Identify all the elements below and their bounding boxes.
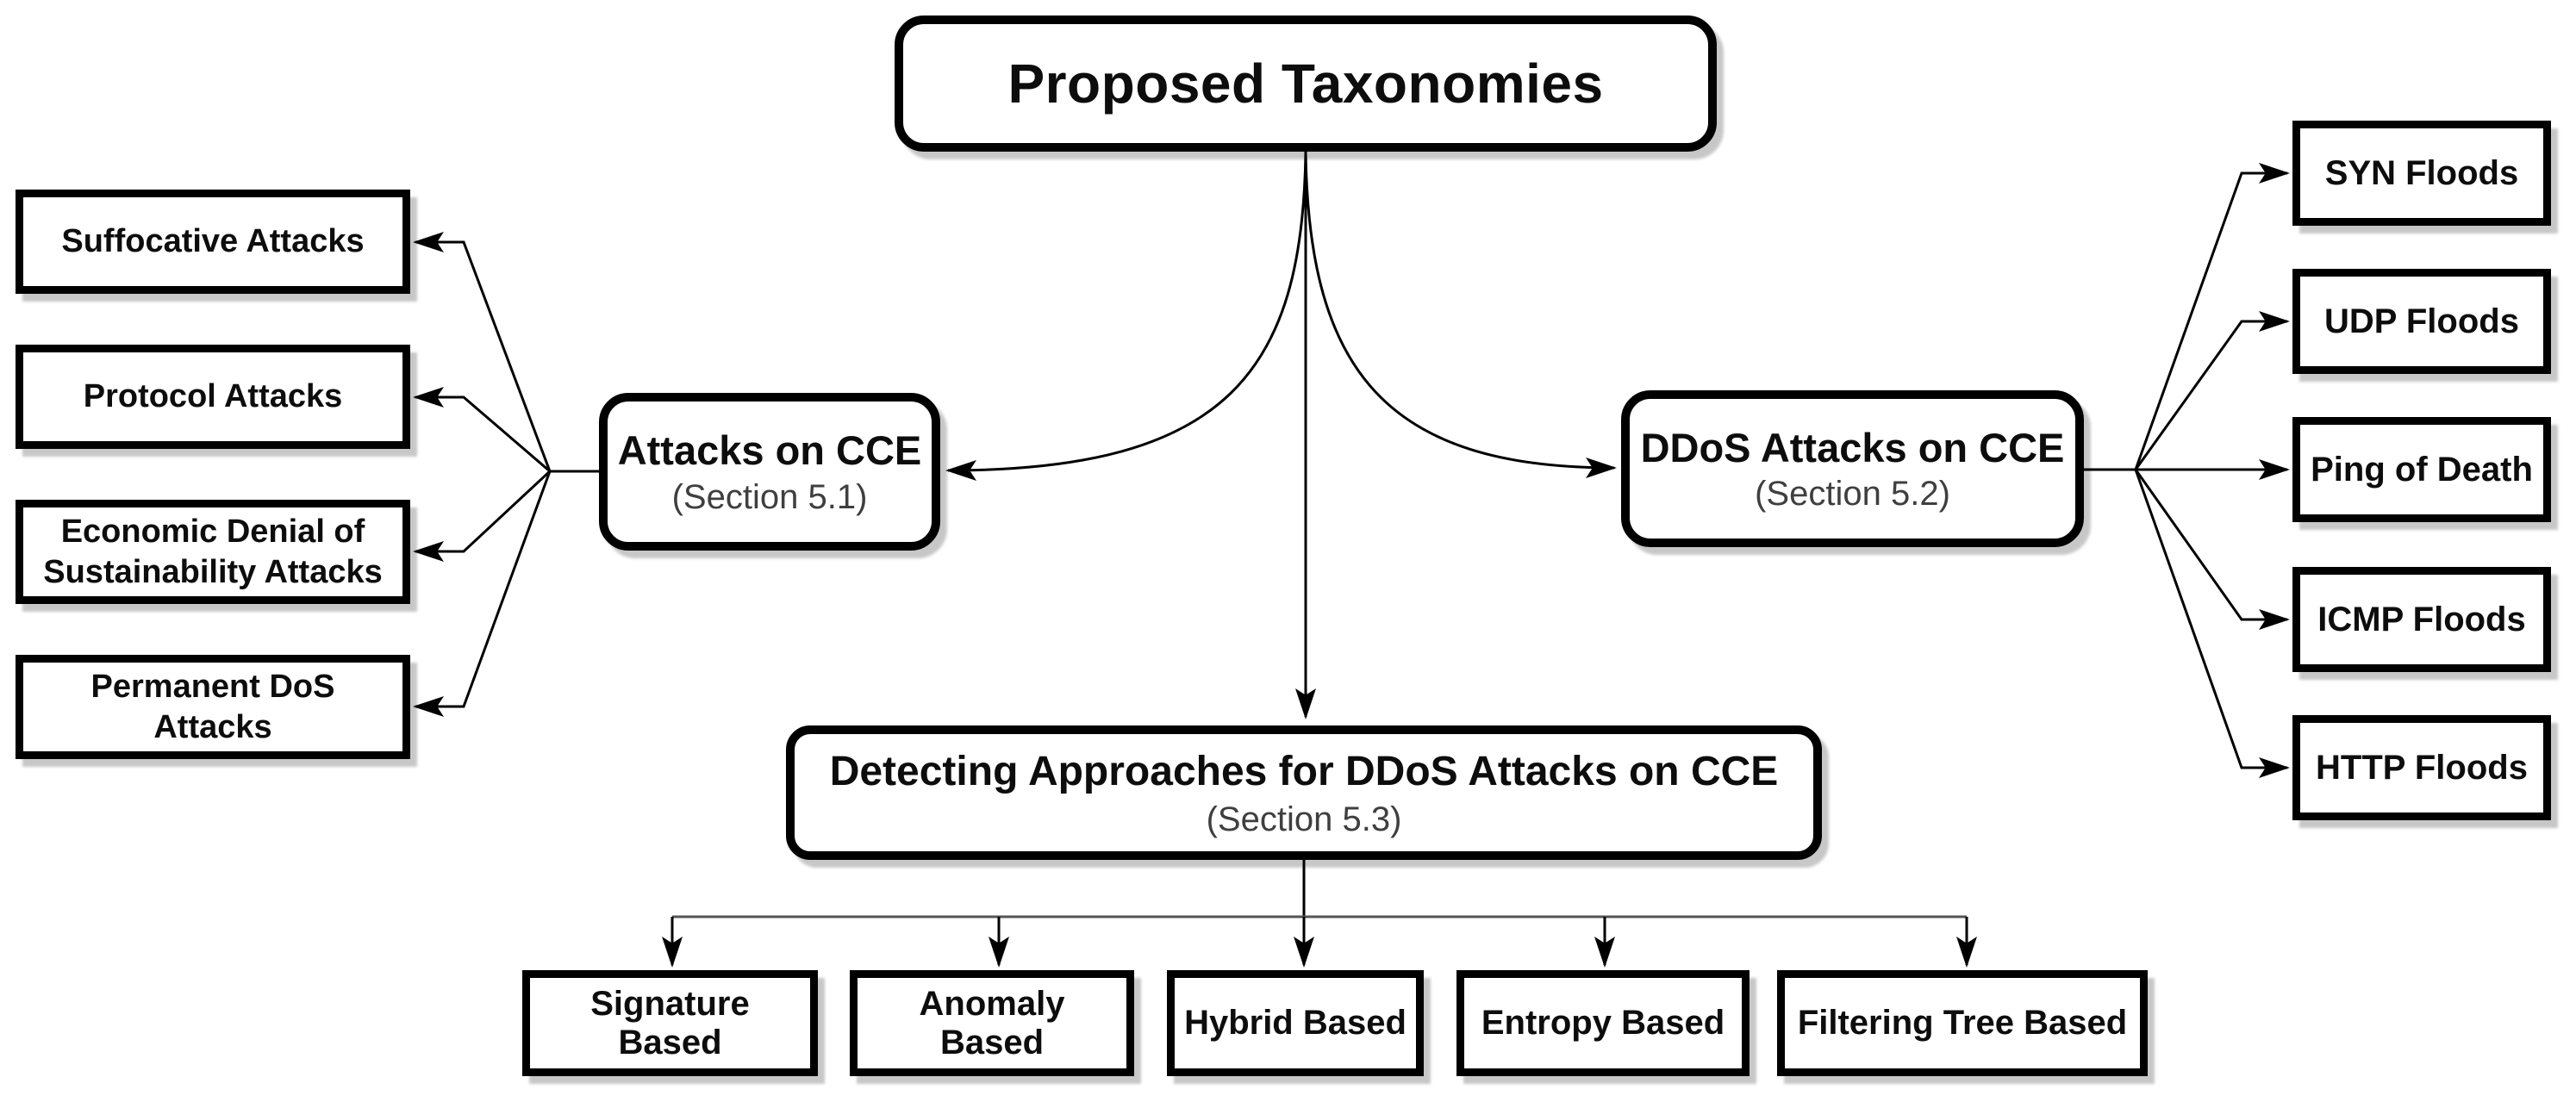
leaf-label: UDP Floods <box>2324 302 2519 340</box>
leaf-label: Entropy Based <box>1481 1004 1725 1042</box>
node-signature-based: Signature Based <box>522 970 818 1076</box>
root-label: Proposed Taxonomies <box>1007 53 1604 115</box>
leaf-label: SYN Floods <box>2324 153 2519 192</box>
node-hybrid-based: Hybrid Based <box>1167 970 1424 1076</box>
leaf-label: Hybrid Based <box>1184 1004 1407 1042</box>
node-ddos-attacks-on-cce: DDoS Attacks on CCE (Section 5.2) <box>1621 390 2084 547</box>
node-protocol-attacks: Protocol Attacks <box>16 345 410 449</box>
node-ping-of-death: Ping of Death <box>2292 417 2551 522</box>
node-proposed-taxonomies: Proposed Taxonomies <box>895 16 1717 152</box>
leaf-label: Permanent DoS Attacks <box>90 669 335 745</box>
section-title: DDoS Attacks on CCE <box>1640 424 2065 470</box>
leaf-label: Economic Denial of Sustainability Attack… <box>43 514 383 590</box>
node-udp-floods: UDP Floods <box>2292 269 2551 374</box>
section-title: Detecting Approaches for DDoS Attacks on… <box>829 748 1779 794</box>
leaf-label: Protocol Attacks <box>83 378 343 415</box>
section-subtitle: (Section 5.3) <box>1206 800 1402 839</box>
node-filtering-tree-based: Filtering Tree Based <box>1777 970 2148 1076</box>
node-http-floods: HTTP Floods <box>2292 715 2551 820</box>
leaf-label: ICMP Floods <box>2317 600 2526 638</box>
node-permanent-dos-attacks: Permanent DoS Attacks <box>16 655 410 759</box>
leaf-label: Filtering Tree Based <box>1797 1004 2128 1042</box>
node-entropy-based: Entropy Based <box>1456 970 1750 1076</box>
leaf-label: Ping of Death <box>2311 450 2533 489</box>
section-title: Attacks on CCE <box>617 427 922 474</box>
section-subtitle: (Section 5.1) <box>671 477 868 516</box>
leaf-label: Suffocative Attacks <box>61 223 365 260</box>
leaf-label: HTTP Floods <box>2316 748 2528 787</box>
section-subtitle: (Section 5.2) <box>1755 475 1950 514</box>
node-icmp-floods: ICMP Floods <box>2292 567 2551 672</box>
node-detecting-approaches: Detecting Approaches for DDoS Attacks on… <box>786 725 1822 860</box>
leaf-label: Anomaly Based <box>919 984 1065 1062</box>
node-suffocative-attacks: Suffocative Attacks <box>16 190 410 294</box>
leaf-label: Signature Based <box>590 984 750 1062</box>
node-anomaly-based: Anomaly Based <box>850 970 1134 1076</box>
node-attacks-on-cce: Attacks on CCE (Section 5.1) <box>599 393 940 551</box>
node-economic-denial-of-sustainability-attacks: Economic Denial of Sustainability Attack… <box>16 500 410 604</box>
node-syn-floods: SYN Floods <box>2292 121 2551 226</box>
